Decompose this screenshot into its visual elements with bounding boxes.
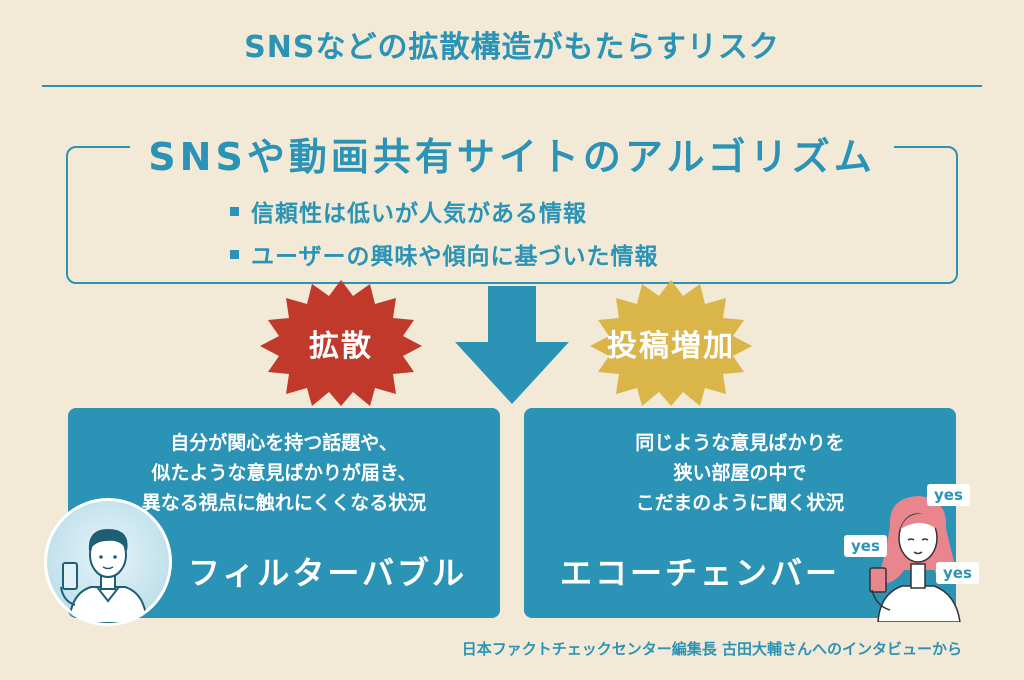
filter-bubble-name: フィルターバブル <box>188 554 468 592</box>
algorithm-heading-text: SNSや動画共有サイトのアルゴリズム <box>130 135 894 179</box>
yes-tag: yes <box>936 562 979 584</box>
source-credit: 日本ファクトチェックセンター編集長 古田大輔さんへのインタビューから <box>461 640 962 658</box>
bullet-square-icon <box>230 250 239 259</box>
page-title: SNSなどの拡散構造がもたらすリスク <box>244 30 780 65</box>
description-line: 異なる視点に触れにくくなる状況 <box>141 492 427 514</box>
title-divider <box>42 85 982 87</box>
description-line: 自分が関心を持つ話題や、 <box>170 432 398 454</box>
spread-label: 拡散 <box>309 329 373 364</box>
down-arrow-icon <box>455 286 569 410</box>
description-line: 似たような意見ばかりが届き、 <box>151 462 417 484</box>
echo-chamber-description: 同じような意見ばかりを 狭い部屋の中で こだまのように聞く状況 <box>524 428 956 518</box>
echo-chamber-name: エコーチェンバー <box>560 554 841 592</box>
description-line: 狭い部屋の中で <box>673 462 807 484</box>
description-line: こだまのように聞く状況 <box>635 492 845 514</box>
starburst-icon <box>590 280 752 406</box>
algorithm-bullet-list: 信頼性は低いが人気がある情報 ユーザーの興味や傾向に基づいた情報 <box>230 194 659 280</box>
yes-tag: yes <box>844 535 887 557</box>
algorithm-heading: SNSや動画共有サイトのアルゴリズム <box>0 126 1024 181</box>
man-with-phone-icon <box>44 498 172 626</box>
yes-tag: yes <box>927 484 970 506</box>
filter-bubble-description: 自分が関心を持つ話題や、 似たような意見ばかりが届き、 異なる視点に触れにくくな… <box>68 428 500 518</box>
bullet-item: 信頼性は低いが人気がある情報 <box>230 194 659 228</box>
bullet-text: 信頼性は低いが人気がある情報 <box>251 201 587 227</box>
description-line: 同じような意見ばかりを <box>635 432 845 454</box>
post-increase-badge: 投稿増加 <box>586 278 756 408</box>
bullet-square-icon <box>230 207 239 216</box>
spread-badge: 拡散 <box>256 278 426 408</box>
woman-with-phone-icon <box>864 486 972 623</box>
post-increase-label: 投稿増加 <box>607 329 735 364</box>
starburst-icon <box>260 280 422 406</box>
bullet-text: ユーザーの興味や傾向に基づいた情報 <box>251 244 659 270</box>
bullet-item: ユーザーの興味や傾向に基づいた情報 <box>230 237 659 271</box>
